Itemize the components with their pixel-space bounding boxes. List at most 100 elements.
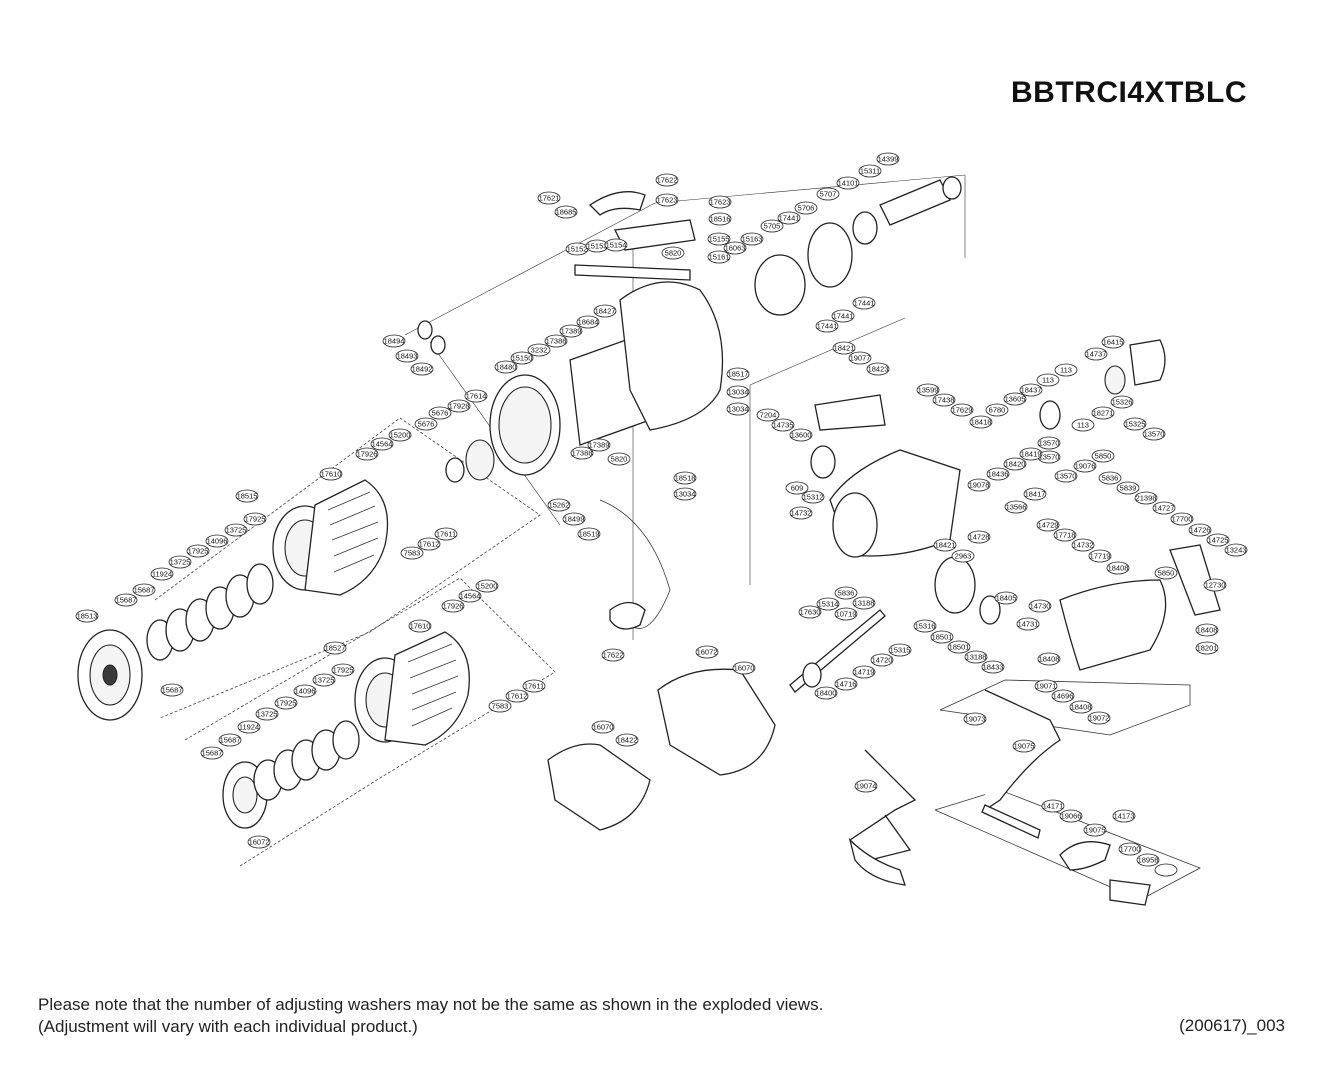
svg-text:18436: 18436 <box>988 470 1009 479</box>
callout: 13566 <box>1004 500 1028 514</box>
svg-text:14716: 14716 <box>836 680 857 689</box>
svg-text:5676: 5676 <box>432 409 449 418</box>
svg-text:17438: 17438 <box>934 396 955 405</box>
callout: 14101 <box>836 176 860 190</box>
callout: 17611 <box>522 679 546 693</box>
svg-text:18513: 18513 <box>77 612 98 621</box>
callout: 113 <box>1071 418 1095 432</box>
svg-text:17610: 17610 <box>321 470 342 479</box>
svg-text:13570: 13570 <box>1039 439 1060 448</box>
callout: 17928 <box>447 399 471 413</box>
callout: 18501 <box>930 630 954 644</box>
callout: 17630 <box>798 605 822 619</box>
svg-text:15314: 15314 <box>818 600 839 609</box>
callout: 11924 <box>150 567 174 581</box>
callout: 5707 <box>816 187 840 201</box>
svg-text:17622: 17622 <box>603 651 624 660</box>
svg-text:18480: 18480 <box>496 363 517 372</box>
svg-text:21398: 21398 <box>1136 494 1157 503</box>
callout: 14732 <box>1071 538 1095 552</box>
svg-text:18418: 18418 <box>971 418 992 427</box>
callout <box>1154 863 1178 877</box>
callout: 18685 <box>554 205 578 219</box>
callout: 15161 <box>707 250 731 264</box>
svg-text:13243: 13243 <box>1226 546 1247 555</box>
svg-text:18400: 18400 <box>816 689 837 698</box>
callout: 17623 <box>655 193 679 207</box>
svg-text:17925: 17925 <box>188 547 209 556</box>
svg-text:15687: 15687 <box>220 736 241 745</box>
svg-text:12730: 12730 <box>1205 581 1226 590</box>
callout: 18958 <box>1136 853 1160 867</box>
callout: 14729 <box>1036 518 1060 532</box>
callout: 17441 <box>815 319 839 333</box>
svg-text:5820: 5820 <box>665 249 682 258</box>
callout: 18684 <box>576 315 600 329</box>
callout: 19072 <box>1087 711 1111 725</box>
callout: 13034 <box>673 487 697 501</box>
callout: 15315 <box>888 643 912 657</box>
svg-text:15200: 15200 <box>390 431 411 440</box>
callout: 18400 <box>814 686 838 700</box>
svg-text:13188: 13188 <box>966 653 987 662</box>
callout: 17610 <box>319 467 343 481</box>
svg-text:17441: 17441 <box>854 299 875 308</box>
callout: 13599 <box>916 383 940 397</box>
svg-text:17612: 17612 <box>507 692 528 701</box>
svg-text:18492: 18492 <box>412 365 433 374</box>
callout: 18517 <box>726 367 750 381</box>
callout: 17718 <box>1053 528 1077 542</box>
svg-text:19071: 19071 <box>1036 682 1057 691</box>
callout: 18527 <box>323 641 347 655</box>
svg-text:18517: 18517 <box>728 370 749 379</box>
callout: 14564 <box>458 589 482 603</box>
callout: 15200 <box>475 579 499 593</box>
callout: 18421 <box>933 538 957 552</box>
svg-text:14564: 14564 <box>372 440 393 449</box>
callout: 18516 <box>708 212 732 226</box>
svg-text:17611: 17611 <box>436 530 456 539</box>
callout: 7204 <box>756 408 780 422</box>
svg-text:11924: 11924 <box>239 723 259 732</box>
svg-text:15155: 15155 <box>709 235 730 244</box>
svg-text:7204: 7204 <box>760 411 777 420</box>
svg-text:17612: 17612 <box>419 540 440 549</box>
callout: 113 <box>1036 373 1060 387</box>
svg-text:15200: 15200 <box>477 582 498 591</box>
callout: 5676 <box>414 417 438 431</box>
svg-text:14096: 14096 <box>207 537 228 546</box>
svg-text:15315: 15315 <box>890 646 911 655</box>
callout: 19071 <box>1034 679 1058 693</box>
callout: 14564 <box>370 437 394 451</box>
callout: 16072 <box>247 835 271 849</box>
callout: 7583 <box>488 699 512 713</box>
svg-text:17700: 17700 <box>1120 845 1141 854</box>
callout: 18422 <box>615 733 639 747</box>
callout: 14735 <box>771 418 795 432</box>
svg-text:18427: 18427 <box>595 307 616 316</box>
callout: 18201 <box>1195 641 1219 655</box>
callout: 17926 <box>441 599 465 613</box>
svg-text:13599: 13599 <box>918 386 939 395</box>
svg-text:18684: 18684 <box>578 318 599 327</box>
svg-text:18516: 18516 <box>710 215 731 224</box>
callout: 12730 <box>1203 578 1227 592</box>
svg-text:5839: 5839 <box>1120 484 1137 493</box>
callout: 17441 <box>777 211 801 225</box>
callout: 5820 <box>661 246 685 260</box>
svg-text:17718: 17718 <box>1055 531 1076 540</box>
svg-text:113: 113 <box>1042 376 1054 385</box>
svg-text:16063: 16063 <box>725 244 746 253</box>
svg-text:17388: 17388 <box>572 449 593 458</box>
svg-text:18493: 18493 <box>397 352 418 361</box>
svg-text:13034: 13034 <box>675 490 696 499</box>
svg-text:5705: 5705 <box>764 222 781 231</box>
svg-text:14732: 14732 <box>1073 541 1094 550</box>
svg-text:15152: 15152 <box>567 245 588 254</box>
svg-text:19073: 19073 <box>965 715 986 724</box>
svg-text:17621: 17621 <box>539 194 560 203</box>
callout: 5836 <box>1098 471 1122 485</box>
callout: 15200 <box>388 428 412 442</box>
svg-text:18408: 18408 <box>1108 564 1129 573</box>
svg-text:13034: 13034 <box>728 405 749 414</box>
